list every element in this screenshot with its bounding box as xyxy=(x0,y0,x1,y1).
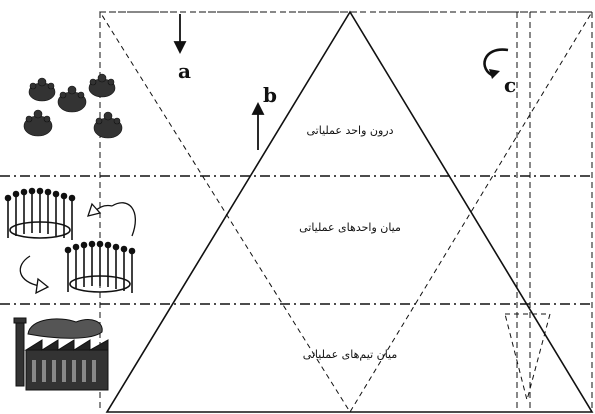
people-circle-bottom-right xyxy=(66,242,135,294)
band-separators xyxy=(0,176,594,304)
arrow-a-down xyxy=(175,14,185,52)
factory-icon xyxy=(14,318,108,390)
band-label-middle: میان واحدهای عملیاتی xyxy=(299,221,401,234)
band-label-bottom: میان تیم‌های عملیاتی xyxy=(303,348,398,361)
band-label-top: درون واحد عملیاتی xyxy=(306,124,393,137)
arrow-c-label: c xyxy=(504,73,516,97)
people-circle-top-left xyxy=(6,189,75,241)
arrow-a-label: a xyxy=(178,59,191,83)
right-column-lines xyxy=(517,12,530,412)
arrow-b-up xyxy=(253,104,263,150)
people-circles-exchange-icon xyxy=(6,189,136,294)
arrow-b-label: b xyxy=(263,83,277,107)
small-dashed-triangle xyxy=(505,314,550,400)
clustered-people-icon xyxy=(24,74,122,138)
